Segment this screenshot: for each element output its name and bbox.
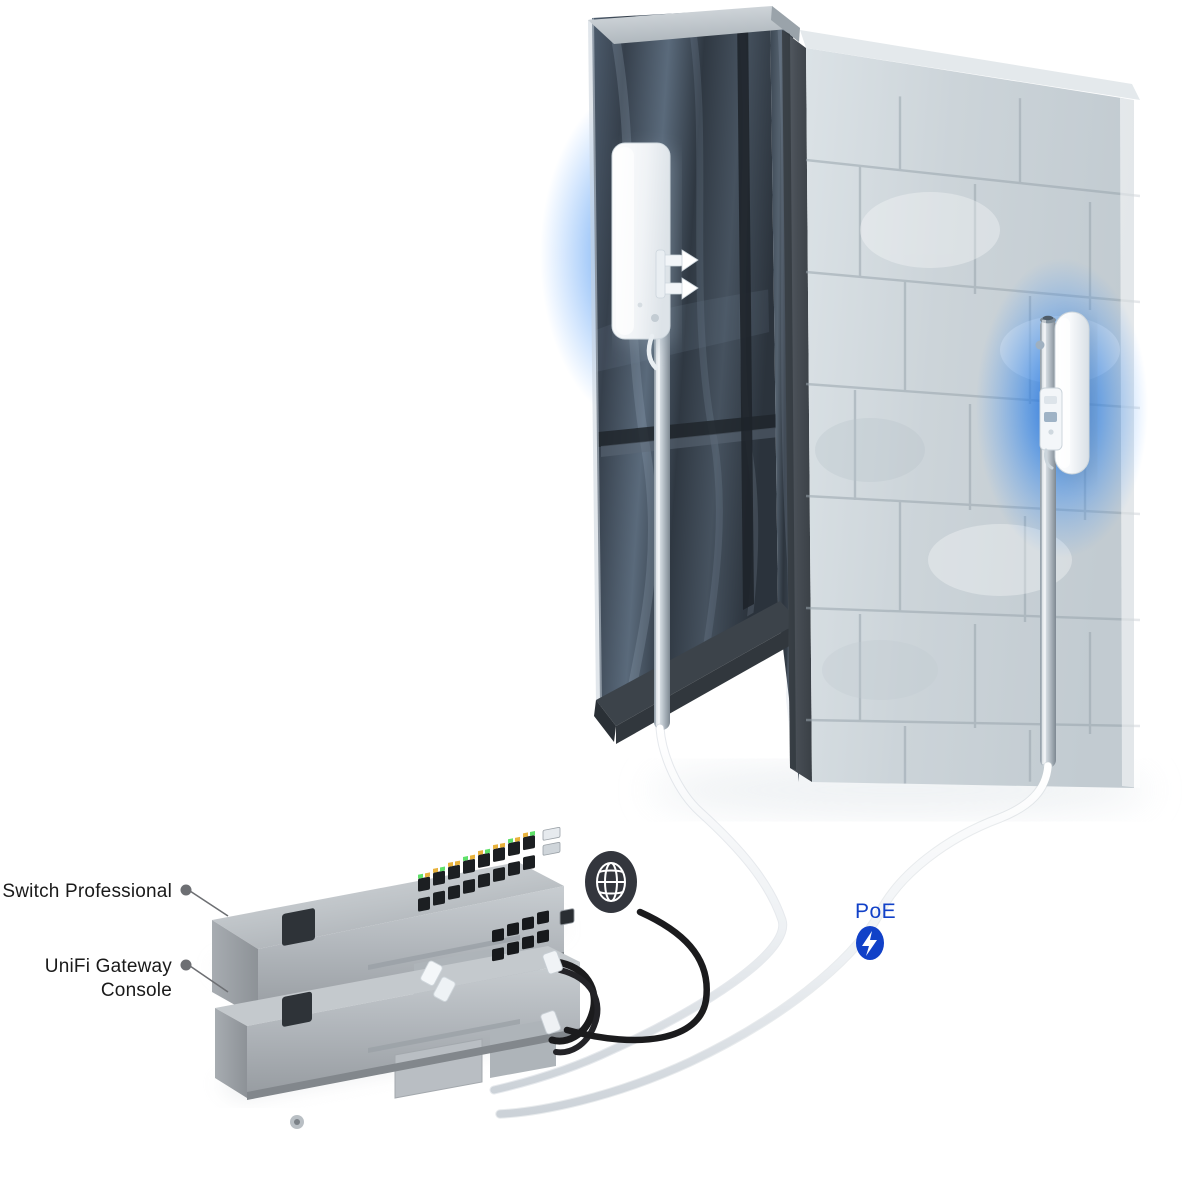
- cable-ap-to-switch: [489, 723, 788, 1095]
- switch-sfp-ports: [542, 827, 561, 856]
- gateway-uplink-connector: [540, 1010, 561, 1035]
- lightning-bolt-icon: [862, 931, 877, 956]
- antenna-radio-unit: [1039, 387, 1063, 470]
- gateway-power-inlet: [282, 991, 312, 1129]
- label-poe: PoE: [855, 900, 897, 923]
- flat-panel-access-point: [611, 142, 699, 371]
- facade-bottom-sill: [596, 601, 800, 726]
- switch-front-panel: [258, 886, 564, 1018]
- ap-mount-bracket: [655, 249, 699, 300]
- label-gateway-line1: UniFi Gateway: [44, 956, 172, 977]
- mounting-pole-stone: [1040, 315, 1056, 768]
- label-gateway-line2: Console: [100, 980, 172, 1002]
- antenna-mount-bolt: [1035, 340, 1045, 350]
- internet-badge: [585, 851, 637, 913]
- cable-switch-to-gateway: [540, 950, 601, 1056]
- globe-icon: [596, 862, 626, 902]
- ap-pigtail-cable: [646, 333, 659, 371]
- label-switch-professional: Switch Professional: [2, 881, 172, 902]
- ap-status-led: [651, 314, 659, 322]
- gateway-front-panel: [247, 962, 580, 1098]
- switch-left-face: [212, 920, 258, 1018]
- switch-white-connectors: [420, 960, 456, 1002]
- device-switch-professional: [212, 827, 566, 1055]
- switch-uplink-connector: [542, 950, 563, 975]
- label-unifi-gateway-console: UniFi Gateway Console: [0, 955, 172, 1004]
- stone-wall-top-cap: [800, 30, 1140, 100]
- device-unifi-gateway-console: [215, 908, 580, 1129]
- switch-port-leds: [418, 831, 535, 879]
- glass-facade: [588, 6, 812, 782]
- gateway-console-port: [559, 908, 575, 926]
- gateway-left-face: [215, 1008, 247, 1098]
- poe-badge: [856, 926, 884, 960]
- gateway-port-bank: [490, 908, 575, 1078]
- sector-antenna: [1035, 311, 1094, 480]
- glass-mullion-horizontal: [598, 414, 778, 447]
- facade-top-cap: [588, 6, 800, 44]
- glass-mullion-vertical: [737, 10, 754, 610]
